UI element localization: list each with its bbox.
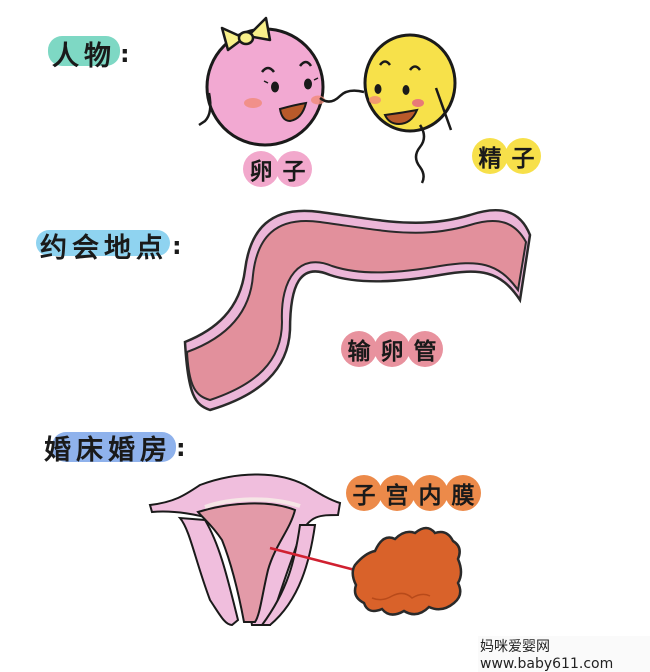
badge-char: 卵: [243, 151, 279, 187]
sperm-name-badge: 精 子: [472, 138, 541, 174]
badge-char: 子: [346, 475, 382, 511]
badge-char: 宫: [379, 475, 415, 511]
egg-character: [198, 16, 365, 147]
badge-char: 子: [276, 151, 312, 187]
label-text: 人物: [52, 41, 116, 72]
section-label-wedding-room: 婚床婚房 :: [44, 428, 186, 467]
endometrium-tissue: [351, 526, 463, 616]
badge-char: 内: [412, 475, 448, 511]
badge-char: 精: [472, 138, 508, 174]
label-highlight: [52, 432, 176, 462]
watermark: 妈咪爱婴网 www.baby611.com: [478, 636, 650, 672]
fallopian-tube-name-badge: 输 卵 管: [341, 331, 443, 367]
egg-name-badge: 卵 子: [243, 151, 312, 187]
colon: :: [176, 433, 186, 462]
label-text: 约会地点: [40, 233, 168, 264]
badge-char: 卵: [374, 331, 410, 367]
badge-char: 输: [341, 331, 377, 367]
pointer-line: [269, 546, 356, 572]
endometrium-name-badge: 子 宫 内 膜: [346, 475, 481, 511]
bow-icon: [220, 16, 272, 52]
colon: :: [172, 231, 182, 260]
badge-char: 子: [505, 138, 541, 174]
fallopian-tube: [183, 208, 532, 412]
badge-char: 膜: [445, 475, 481, 511]
section-label-characters: 人物 :: [48, 34, 130, 73]
label-highlight: [48, 36, 120, 66]
sperm-character: [363, 33, 457, 184]
badge-char: 管: [407, 331, 443, 367]
label-highlight: [36, 230, 170, 256]
uterus: [148, 473, 342, 627]
section-label-date-location: 约会地点 :: [36, 226, 182, 265]
label-text: 婚床婚房: [44, 435, 172, 466]
colon: :: [120, 39, 130, 68]
